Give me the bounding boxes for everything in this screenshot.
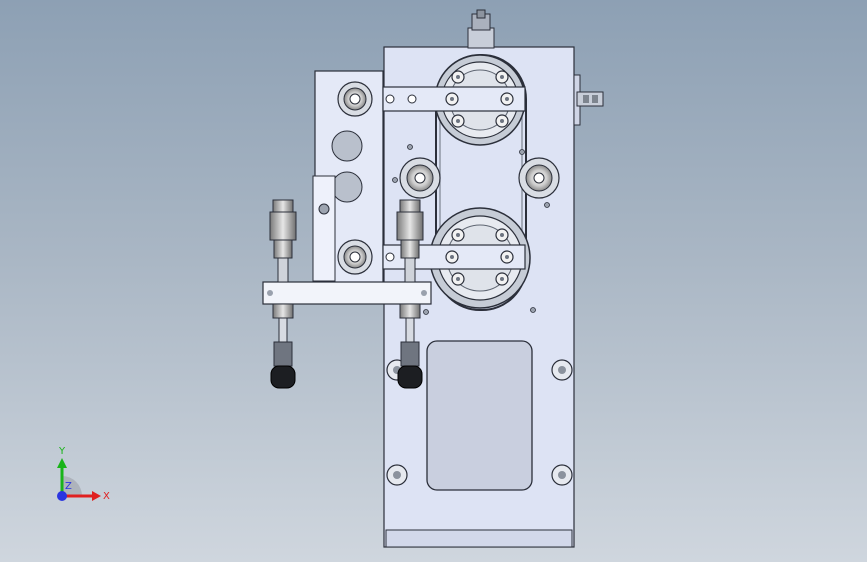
z-axis-label: Z: [65, 481, 72, 492]
triad-plane-indicator: [62, 476, 82, 496]
vacuum-cup-right: [396, 199, 424, 389]
plate-holes: [392, 144, 550, 315]
idler-roller-left: [399, 157, 441, 199]
y-axis-arrowhead: [57, 458, 67, 468]
coordinate-triad[interactable]: Y X Z: [57, 446, 110, 502]
bracket-bearing-upper: [337, 81, 373, 117]
x-axis-label: X: [103, 491, 110, 502]
pulley-bolt-centers: [450, 75, 509, 281]
bracket-bearing-lower: [337, 239, 373, 275]
plate-window: [426, 340, 533, 491]
top-connector: [467, 9, 495, 49]
vacuum-cup-left: [269, 199, 297, 389]
x-axis-arrowhead: [92, 491, 101, 501]
idler-roller-right: [518, 157, 560, 199]
z-axis-dot: [57, 491, 67, 501]
side-sensor: [576, 91, 604, 107]
mounting-screws: [386, 359, 573, 486]
suction-crossbar: [262, 281, 432, 305]
y-axis-label: Y: [58, 446, 66, 457]
